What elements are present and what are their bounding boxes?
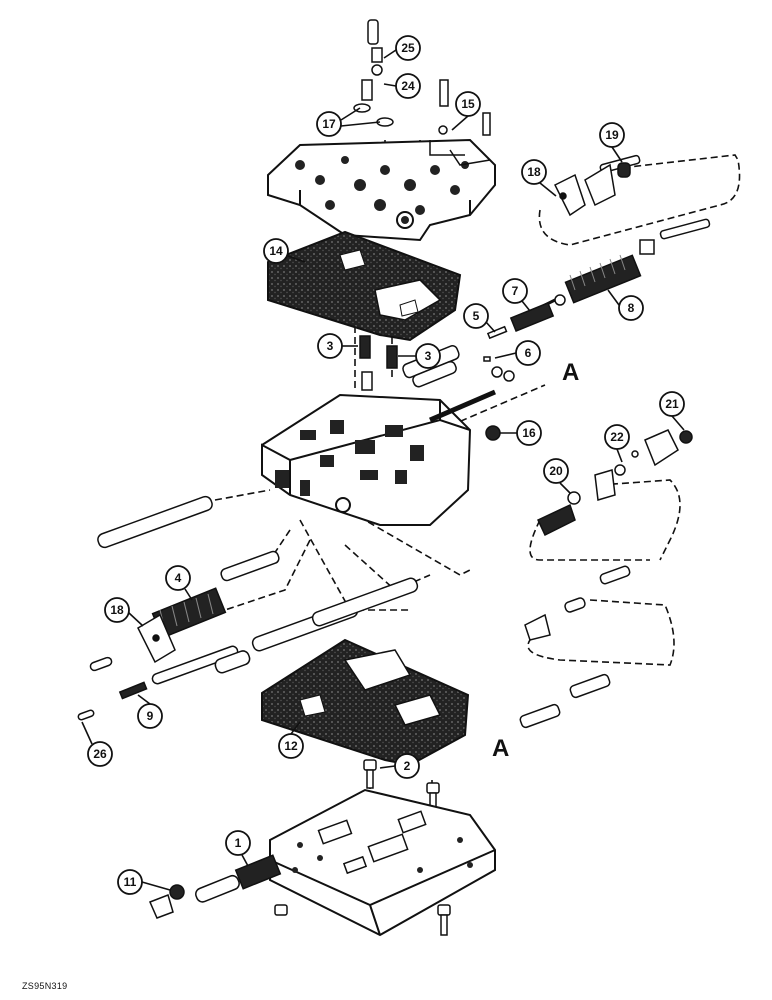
callout-26: 26 — [93, 747, 107, 761]
callout-leaders — [81, 49, 685, 891]
top-fittings — [353, 19, 491, 166]
callout-9: 9 — [147, 709, 154, 723]
callout-8-circle — [618, 295, 644, 321]
lower-valve-body — [269, 788, 496, 937]
callout-19: 19 — [605, 128, 619, 142]
spring-4-and-cover-18 — [118, 587, 227, 700]
section-marker-a-lower: A — [492, 735, 509, 762]
left-spool-trains — [77, 495, 419, 721]
callout-24: 24 — [401, 79, 415, 93]
callout-3-left: 3 — [327, 339, 334, 353]
callout-1: 1 — [235, 836, 242, 850]
callout-16: 16 — [522, 426, 536, 440]
callout-21: 21 — [665, 397, 679, 411]
callout-6: 6 — [525, 346, 532, 360]
callout-2: 2 — [404, 759, 411, 773]
main-valve-body — [261, 393, 472, 526]
callout-14: 14 — [269, 244, 283, 258]
springs-7-8 — [483, 254, 642, 362]
callout-8: 8 — [628, 301, 635, 315]
callout-25-circle — [395, 35, 421, 61]
callout-7-circle — [502, 278, 528, 304]
callout-5-circle — [463, 303, 489, 329]
callout-1-circle — [225, 830, 251, 856]
callout-4: 4 — [175, 571, 182, 585]
right-side-fittings — [485, 425, 693, 729]
callout-22: 22 — [610, 430, 624, 444]
cover-18-upper — [553, 162, 631, 217]
upper-valve-body — [267, 138, 496, 242]
callout-17: 17 — [322, 117, 336, 131]
upper-separator-plate — [267, 230, 462, 342]
callout-bubbles — [87, 35, 685, 895]
callout-3-right: 3 — [425, 349, 432, 363]
callout-20: 20 — [549, 464, 563, 478]
figure-reference-code: ZS95N319 — [22, 981, 68, 991]
callout-7: 7 — [512, 284, 519, 298]
callout-18-upper: 18 — [527, 165, 541, 179]
callout-18-lower: 18 — [110, 603, 124, 617]
callout-18a-circle — [521, 159, 547, 185]
callout-26-circle — [87, 741, 113, 767]
callout-17-circle — [316, 111, 342, 137]
callout-4-circle — [165, 565, 191, 591]
callout-20-circle — [543, 458, 569, 484]
callout-14-circle — [263, 238, 289, 264]
spring-1-and-plug-11 — [148, 854, 282, 919]
section-marker-a-upper: A — [562, 359, 579, 386]
callout-18b-circle — [104, 597, 130, 623]
springs-3 — [359, 335, 398, 391]
lower-separator-plate — [261, 638, 470, 767]
callout-15: 15 — [461, 97, 475, 111]
callout-25: 25 — [401, 41, 415, 55]
callout-11: 11 — [124, 875, 137, 889]
callout-12: 12 — [284, 739, 298, 753]
callout-5: 5 — [473, 309, 480, 323]
